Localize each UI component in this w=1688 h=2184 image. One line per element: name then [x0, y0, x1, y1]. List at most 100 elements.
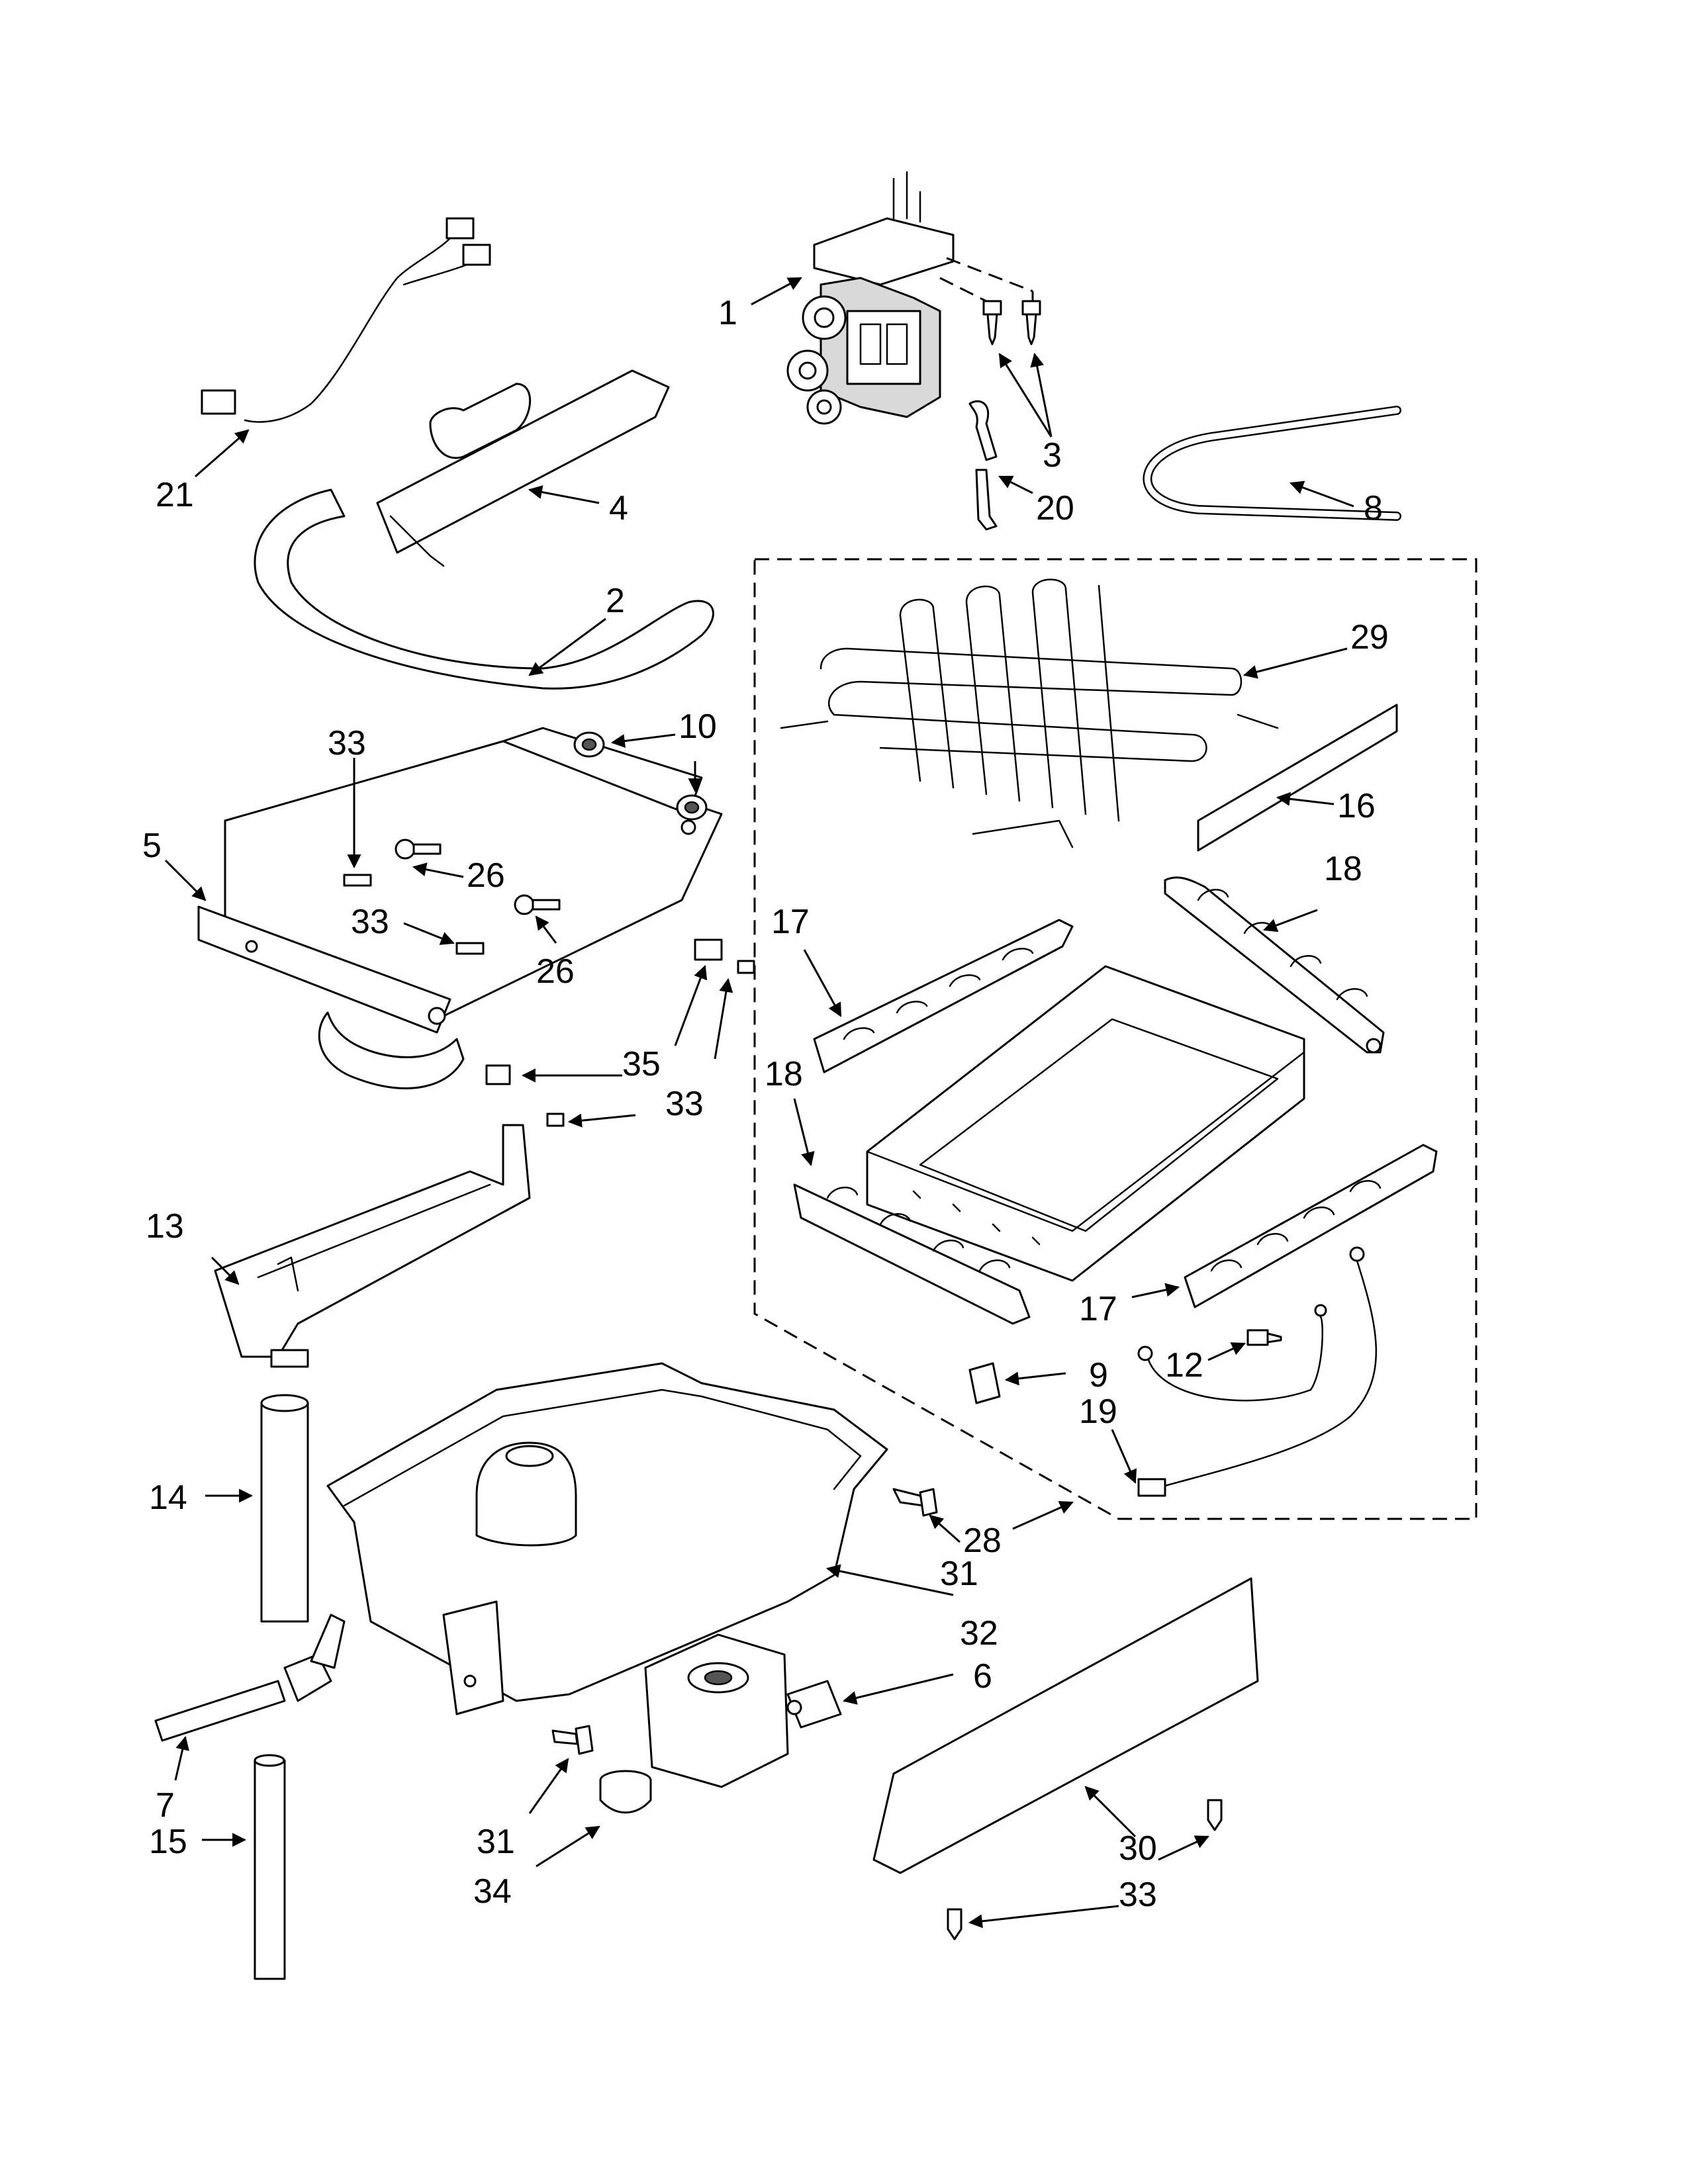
leader-19 [1111, 1429, 1137, 1484]
leader-9 [1004, 1371, 1066, 1386]
leader-4 [528, 485, 600, 504]
callout-34: 34 [473, 1872, 512, 1911]
callout-19: 19 [1079, 1392, 1117, 1431]
leader-30 [1084, 1786, 1137, 1838]
leader-7 [174, 1735, 189, 1781]
leader-17a [803, 949, 842, 1017]
callout-35: 35 [622, 1045, 661, 1083]
callout-33-right: 33 [665, 1085, 704, 1123]
part-33-screws-upper [343, 874, 755, 1127]
callout-14: 14 [149, 1479, 187, 1517]
leader-6 [842, 1673, 954, 1705]
callout-21: 21 [156, 476, 194, 514]
leader-17b [1131, 1283, 1180, 1298]
leader-29 [1243, 647, 1348, 679]
leader-lines [164, 277, 1354, 1929]
callout-9: 9 [1089, 1356, 1108, 1394]
part-18-bracket-lower [793, 1183, 1031, 1325]
callout-31-left: 31 [477, 1823, 515, 1861]
callout-2: 2 [606, 582, 625, 620]
callout-labels: 1 3 20 8 21 4 2 29 16 10 33 5 26 33 26 1… [142, 294, 1389, 1914]
part-21-wire-harness [201, 217, 491, 423]
callout-20: 20 [1036, 489, 1074, 527]
callout-29: 29 [1350, 618, 1389, 657]
callout-5: 5 [142, 827, 162, 865]
callout-31-right: 31 [940, 1555, 978, 1593]
leader-18b [793, 1098, 815, 1167]
part-1-ice-maker-assembly [786, 171, 1034, 425]
callout-1: 1 [718, 294, 737, 332]
leader-31a [929, 1514, 961, 1543]
leader-3b [1030, 352, 1053, 437]
part-8-heater-wire [1143, 406, 1401, 521]
leader-34 [536, 1825, 600, 1868]
part-26-screws [395, 839, 561, 915]
leader-33d-a [1158, 1835, 1209, 1861]
leader-8 [1289, 480, 1354, 508]
callout-7: 7 [156, 1786, 175, 1825]
leader-26a [412, 862, 464, 878]
part-7-fitting-tube [154, 1614, 346, 1742]
part-32-ice-bin [326, 1362, 888, 1715]
leader-33b [403, 922, 455, 945]
leader-32 [825, 1564, 954, 1596]
part-34-nut [599, 1770, 652, 1814]
part-20-tube [968, 400, 998, 531]
callout-4: 4 [609, 489, 628, 527]
callout-26-upper: 26 [467, 856, 505, 895]
part-14-tube [260, 1394, 309, 1623]
callout-16: 16 [1337, 787, 1376, 825]
callout-30: 30 [1119, 1829, 1157, 1868]
callout-28: 28 [963, 1522, 1002, 1560]
part-tray-frame [866, 965, 1305, 1282]
leader-33c-b [567, 1113, 636, 1128]
leader-35a [674, 965, 708, 1046]
part-29-evaporator-coil [780, 578, 1279, 848]
part-9-clip [968, 1362, 1001, 1404]
callout-18-lower: 18 [765, 1055, 803, 1093]
callout-12: 12 [1165, 1346, 1203, 1385]
part-10-grommets [573, 731, 708, 821]
part-6-auger-motor [644, 1633, 842, 1788]
part-5-tray-bracket [197, 727, 723, 1089]
leader-33d-b [968, 1905, 1119, 1929]
leader-3a [998, 353, 1053, 437]
callout-18-upper: 18 [1324, 850, 1362, 888]
part-17-bracket-upper [813, 919, 1074, 1073]
callout-6: 6 [973, 1657, 992, 1696]
callout-15: 15 [149, 1823, 187, 1861]
leader-33c-a [714, 978, 733, 1060]
leader-10a [610, 733, 676, 749]
callout-17-lower: 17 [1079, 1290, 1117, 1328]
callout-8: 8 [1364, 489, 1383, 527]
leader-1 [751, 277, 802, 306]
callout-33-middle: 33 [351, 903, 389, 941]
part-16-insulation-strip [1197, 704, 1398, 852]
part-31-screws [551, 1488, 938, 1755]
leader-31b [528, 1758, 569, 1814]
part-3-screws [982, 300, 1041, 345]
callout-33-upper-left: 33 [328, 724, 366, 762]
part-35-clips [485, 938, 723, 1085]
leader-5 [164, 859, 207, 901]
leader-28 [1012, 1501, 1074, 1530]
part-17-bracket-lower [1184, 1144, 1438, 1308]
callout-3: 3 [1043, 436, 1062, 475]
leader-12 [1207, 1342, 1246, 1361]
leader-18a [1263, 909, 1318, 933]
part-28-evaporator-assembly-boundary [753, 558, 1477, 1520]
callout-26-lower: 26 [536, 952, 575, 991]
callout-17-upper: 17 [771, 903, 810, 941]
leader-2 [528, 617, 606, 676]
part-2-fill-tube [254, 488, 714, 690]
part-18-bracket-upper [1164, 876, 1385, 1054]
leader-13 [211, 1256, 240, 1285]
callout-13: 13 [146, 1207, 184, 1246]
part-19-ground-wire [1137, 1246, 1378, 1497]
part-15-tube [254, 1754, 286, 1980]
leader-26b [535, 915, 557, 944]
leader-21 [195, 429, 250, 478]
leader-16 [1276, 792, 1335, 806]
